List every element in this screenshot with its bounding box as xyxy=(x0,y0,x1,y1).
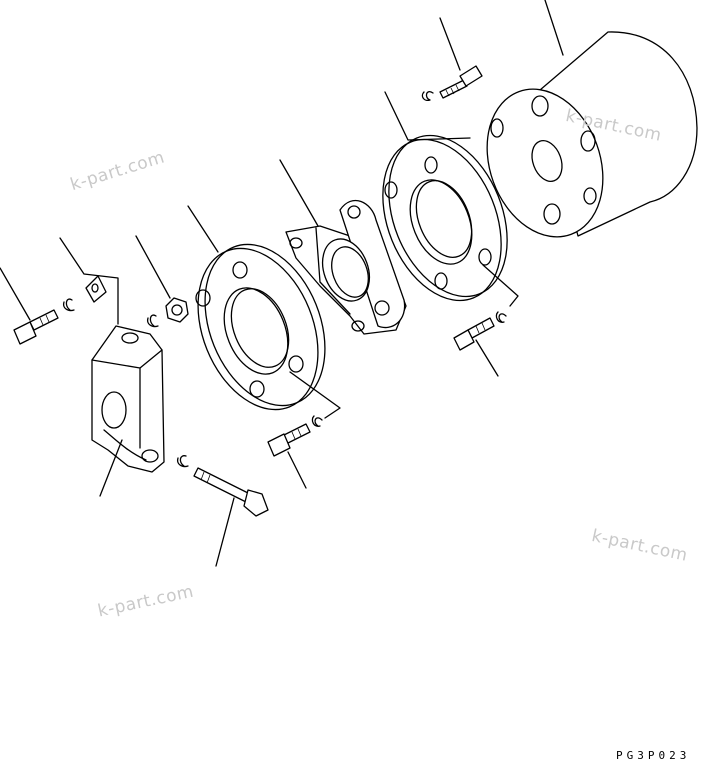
nut xyxy=(165,297,189,323)
drawing-code-label: PG3P023 xyxy=(616,749,691,762)
bolt-lower-middle xyxy=(267,423,311,457)
callout-line-flange xyxy=(279,159,319,227)
clip-plate xyxy=(85,275,107,303)
washer-right xyxy=(495,311,507,323)
washer-top xyxy=(421,91,434,102)
washer-long-bolt xyxy=(176,455,189,468)
callout-line-front-ring xyxy=(187,205,219,253)
rear-ring-plate xyxy=(382,134,508,302)
washer-nut xyxy=(146,314,159,328)
front-ring-plate xyxy=(195,243,326,411)
callout-line-bolt-top xyxy=(439,17,461,71)
bolt-right xyxy=(453,317,495,351)
bracket-block xyxy=(91,325,165,473)
long-bolt xyxy=(193,467,269,517)
callout-line-bracket xyxy=(99,439,123,497)
callout-line-bolt-right xyxy=(475,339,499,377)
bolt-left xyxy=(13,309,59,345)
callout-leader-rear-bolt xyxy=(482,264,519,307)
flange-bracket xyxy=(285,199,407,335)
callout-line-rear-ring xyxy=(384,91,471,141)
cylindrical-housing xyxy=(486,31,698,238)
washer-left xyxy=(62,298,75,312)
callout-line-long-bolt xyxy=(215,497,235,567)
callout-line-bolt-lower-middle xyxy=(287,451,307,489)
callout-line-bolt-left xyxy=(0,267,31,321)
callout-line-housing xyxy=(544,0,564,56)
bolt-top xyxy=(439,65,483,99)
callout-line-nut xyxy=(135,235,171,299)
callout-leader-front-bolt xyxy=(289,371,341,419)
callout-line-clip xyxy=(59,237,119,325)
washer-lower-middle xyxy=(311,415,323,427)
